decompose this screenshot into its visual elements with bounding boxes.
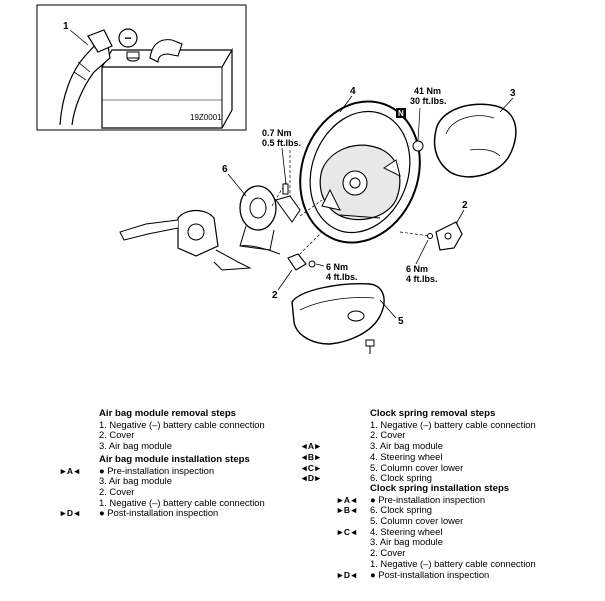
step-item: ►C◄ 4. Steering wheel (336, 525, 600, 538)
step-item: ◄C► 5. Column cover lower (300, 461, 600, 474)
torque-right-ftlbs: 4 ft.lbs. (406, 274, 438, 284)
callout-1-inset: 1 (63, 21, 69, 32)
step-text: ● Pre-installation inspection (370, 493, 486, 505)
step-marker: ►D◄ (336, 569, 358, 580)
step-text: 5. Column cover lower (370, 461, 464, 473)
steering-wheel (299, 100, 421, 244)
callout-2-right: 2 (462, 200, 468, 211)
step-item: 1. Negative (–) battery cable connection (99, 418, 299, 431)
figure-code: 19Z0001 (190, 113, 222, 122)
step-text: ● Pre-installation inspection (99, 464, 215, 476)
step-text: 1. Negative (–) battery cable connection (99, 496, 265, 508)
leader-lines (271, 150, 431, 259)
step-marker: ►A◄ (59, 465, 81, 476)
column-switch (119, 209, 281, 271)
step-marker: ►A◄ (336, 494, 358, 505)
air-bag-module-steps: Air bag module removal steps 1. Negative… (59, 408, 299, 520)
step-item: 1. Negative (–) battery cable connection (99, 496, 299, 509)
step-text: 6. Clock spring (370, 504, 433, 516)
torque-middle-nm: 6 Nm (326, 262, 348, 272)
torque-right-nm: 6 Nm (406, 264, 428, 274)
step-marker: ►C◄ (336, 526, 358, 537)
clock-spring-steps: Clock spring removal steps 1. Negative (… (300, 408, 600, 581)
install-list-right: ►A◄ ● Pre-installation inspection ►B◄ 6. Cl… (336, 493, 600, 581)
nut-letter: N (398, 109, 404, 118)
step-item: ►D◄ ● Post-installation inspection (59, 507, 299, 519)
step-item: 3. Air bag module (99, 475, 299, 487)
step-text: 2. Cover (370, 429, 406, 441)
step-text: 2. Cover (99, 485, 135, 497)
step-item: ◄A► 3. Air bag module (300, 440, 600, 452)
step-marker: ◄A► (300, 441, 322, 452)
step-item: 2. Cover (370, 430, 600, 441)
removal-title-left: Air bag module removal steps (99, 408, 237, 419)
torque-airbag-nm: 41 Nm (414, 86, 441, 96)
step-marker: ►D◄ (59, 508, 81, 519)
callout-2-left: 2 (272, 290, 278, 301)
install-title-left: Air bag module installation steps (99, 453, 250, 465)
step-item: 3. Air bag module (370, 537, 600, 548)
column-cover-lower: 5 (291, 282, 404, 354)
minus-sign-icon (118, 28, 138, 48)
step-item: ►A◄ ● Pre-installation inspection (336, 493, 600, 506)
install-title-right: Clock spring installation steps (370, 482, 510, 494)
callout-3: 3 (510, 88, 516, 99)
step-text: 4. Steering wheel (370, 525, 443, 537)
step-text: 6. Clock spring (370, 472, 433, 484)
step-item: 5. Column cover lower (370, 515, 600, 527)
removal-title-right: Clock spring removal steps (370, 408, 496, 419)
clock-spring: 6 (222, 164, 301, 251)
removal-list-left: 1. Negative (–) battery cable connection… (99, 418, 299, 452)
steering-assembly-diagram: − 1 19Z0001 3 N 41 Nm 30 ft.lbs. 4 (36, 4, 517, 354)
step-item: ►A◄ ● Pre-installation inspection (59, 464, 299, 477)
cover-right: 2 6 Nm 4 ft.lbs. (406, 200, 468, 284)
callout-6: 6 (222, 164, 228, 175)
step-item: 3. Air bag module (99, 440, 299, 452)
step-marker: ◄B► (300, 451, 322, 462)
step-text: 5. Column cover lower (370, 515, 464, 527)
inset-frame (36, 4, 247, 131)
step-item: ◄D► 6. Clock spring (300, 472, 600, 484)
step-marker: ◄C► (300, 462, 322, 473)
step-item: ►D◄ ● Post-installation inspection (336, 568, 600, 581)
step-item: 1. Negative (–) battery cable connection (370, 418, 600, 431)
step-item: ◄B► 4. Steering wheel (300, 450, 600, 463)
callout-4: 4 (350, 86, 356, 97)
callout-5: 5 (398, 316, 404, 327)
step-text: 3. Air bag module (99, 475, 172, 487)
torque-airbag-ftlbs: 30 ft.lbs. (410, 96, 447, 106)
step-text: 3. Air bag module (370, 440, 443, 452)
step-text: 2. Cover (99, 429, 135, 441)
step-text: 1. Negative (–) battery cable connection (99, 418, 265, 430)
step-marker: ◄D► (300, 473, 322, 484)
step-text: 1. Negative (–) battery cable connection (370, 418, 536, 430)
step-text: ● Post-installation inspection (370, 568, 490, 580)
step-text: ● Post-installation inspection (99, 507, 219, 519)
step-text: 2. Cover (370, 547, 406, 559)
minus-sign-label: − (124, 31, 131, 45)
step-text: 3. Air bag module (370, 536, 443, 548)
step-text: 4. Steering wheel (370, 450, 443, 462)
air-bag-module: 3 (433, 88, 517, 178)
air-bag-nut: N 41 Nm 30 ft.lbs. (396, 86, 447, 152)
torque-upper-ftlbs: 0.5 ft.lbs. (262, 138, 301, 148)
step-item: 1. Negative (–) battery cable connection (370, 557, 600, 570)
torque-upper-nm: 0.7 Nm (262, 128, 292, 138)
step-text: 1. Negative (–) battery cable connection (370, 557, 536, 569)
removal-list-right: 1. Negative (–) battery cable connection… (300, 418, 600, 484)
step-item: ►B◄ 6. Clock spring (336, 504, 600, 516)
cover-left: 2 6 Nm 4 ft.lbs. (272, 253, 358, 301)
battery-inset: − 1 19Z0001 (36, 4, 247, 131)
step-item: 2. Cover (99, 485, 299, 498)
step-item: 2. Cover (99, 430, 299, 441)
step-text: 3. Air bag module (99, 440, 172, 452)
step-item: 2. Cover (370, 547, 600, 559)
step-marker: ►B◄ (336, 505, 358, 516)
torque-middle-ftlbs: 4 ft.lbs. (326, 272, 358, 282)
